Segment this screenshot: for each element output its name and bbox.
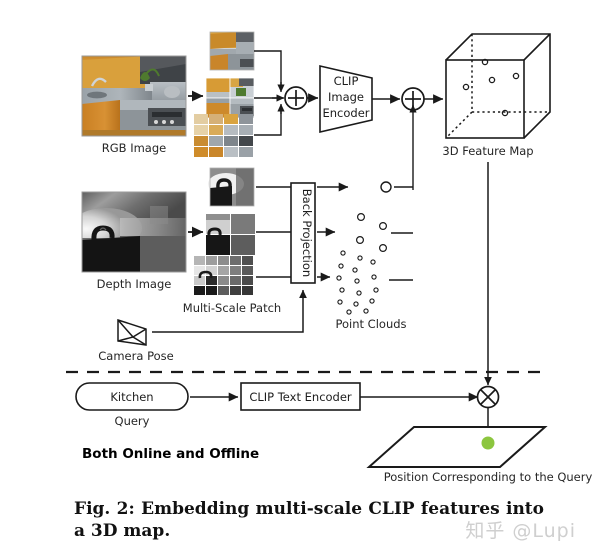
query-input-pill[interactable]: Kitchen xyxy=(75,382,189,411)
rgb-patch-scale4 xyxy=(194,114,253,157)
back-projection-label: Back Projection xyxy=(300,189,314,277)
figure-number: Fig. 2: xyxy=(74,499,135,519)
pointcloud-routing xyxy=(389,186,413,281)
camera-pose-icon xyxy=(117,318,147,346)
multi-scale-patch-label: Multi-Scale Patch xyxy=(183,301,281,315)
clip-image-encoder-line1: CLIP xyxy=(334,74,359,88)
point-cloud-coarse xyxy=(380,181,392,193)
depth-patch-routing xyxy=(256,186,291,278)
clip-text-encoder-label: CLIP Text Encoder xyxy=(249,390,352,404)
point-clouds-label: Point Clouds xyxy=(335,317,406,331)
depth-patch-scale4 xyxy=(194,256,253,295)
point-cloud-medium xyxy=(356,213,388,253)
position-query-label: Position Corresponding to the Query xyxy=(384,470,593,484)
query-text: Kitchen xyxy=(110,390,153,404)
rgb-image-thumbnail xyxy=(81,55,187,137)
figure-caption: Fig. 2: Embedding multi-scale CLIP featu… xyxy=(0,492,600,558)
arrow-camera-to-backproj xyxy=(152,289,307,333)
depth-image-label: Depth Image xyxy=(97,277,172,291)
rgb-image-label: RGB Image xyxy=(102,141,166,155)
feature-map-points xyxy=(462,58,520,117)
camera-pose-label: Camera Pose xyxy=(98,349,173,363)
clip-image-encoder-node[interactable]: CLIP Image Encoder xyxy=(319,64,373,134)
rgb-patch-routing xyxy=(254,50,283,136)
rgb-patch-scale1 xyxy=(209,31,255,71)
figure-diagram: RGB Image Depth Image xyxy=(66,31,593,484)
back-projection-node[interactable]: Back Projection xyxy=(290,182,316,284)
query-position-marker xyxy=(481,436,495,450)
sum-operator-image xyxy=(284,86,308,110)
rgb-patch-scale2 xyxy=(205,77,255,119)
depth-patch-scale1 xyxy=(208,167,255,207)
clip-text-encoder-node[interactable]: CLIP Text Encoder xyxy=(240,382,361,411)
figure-caption-text: Embedding multi-scale CLIP features into… xyxy=(74,499,544,542)
clip-image-encoder-line3: Encoder xyxy=(322,106,369,120)
query-label: Query xyxy=(115,414,150,428)
both-online-offline-note: Both Online and Offline xyxy=(82,446,259,462)
feature-map-label: 3D Feature Map xyxy=(442,144,533,158)
product-operator xyxy=(476,385,500,409)
depth-image-thumbnail xyxy=(81,191,187,273)
pipeline-diagram-svg: RGB Image Depth Image xyxy=(66,31,593,484)
result-plane xyxy=(366,426,548,468)
point-cloud-fine xyxy=(336,250,379,315)
clip-image-encoder-line2: Image xyxy=(328,90,364,104)
feature-map-cube xyxy=(445,33,551,139)
depth-patch-scale2 xyxy=(206,214,255,255)
